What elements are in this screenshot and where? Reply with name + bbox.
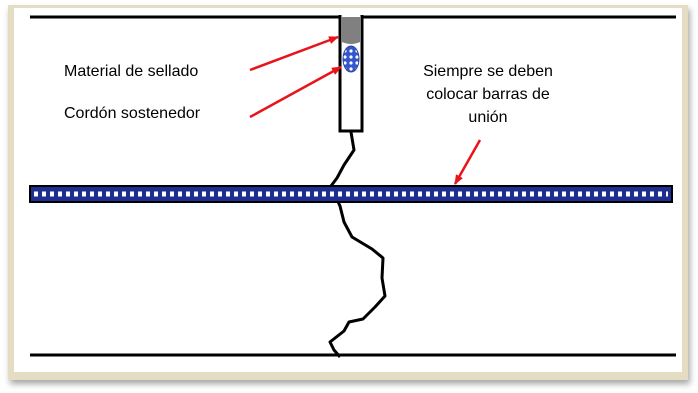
tie-bar-arrow [453, 139, 482, 185]
sealant-material [342, 17, 360, 44]
sealant-arrow [249, 35, 339, 72]
backer-rod-arrow [249, 65, 342, 119]
crack-line [328, 131, 387, 358]
backer-rod-label: Cordón sostenedor [64, 105, 201, 122]
tie-bars-label-line1: Siempre se deben [423, 63, 553, 80]
sealant-label: Material de sellado [64, 63, 198, 80]
backer-rod [342, 45, 360, 73]
tie-bar [29, 185, 673, 203]
tie-bars-label-line2: colocar barras de [426, 86, 550, 103]
tie-bars-label-line3: unión [468, 109, 507, 126]
